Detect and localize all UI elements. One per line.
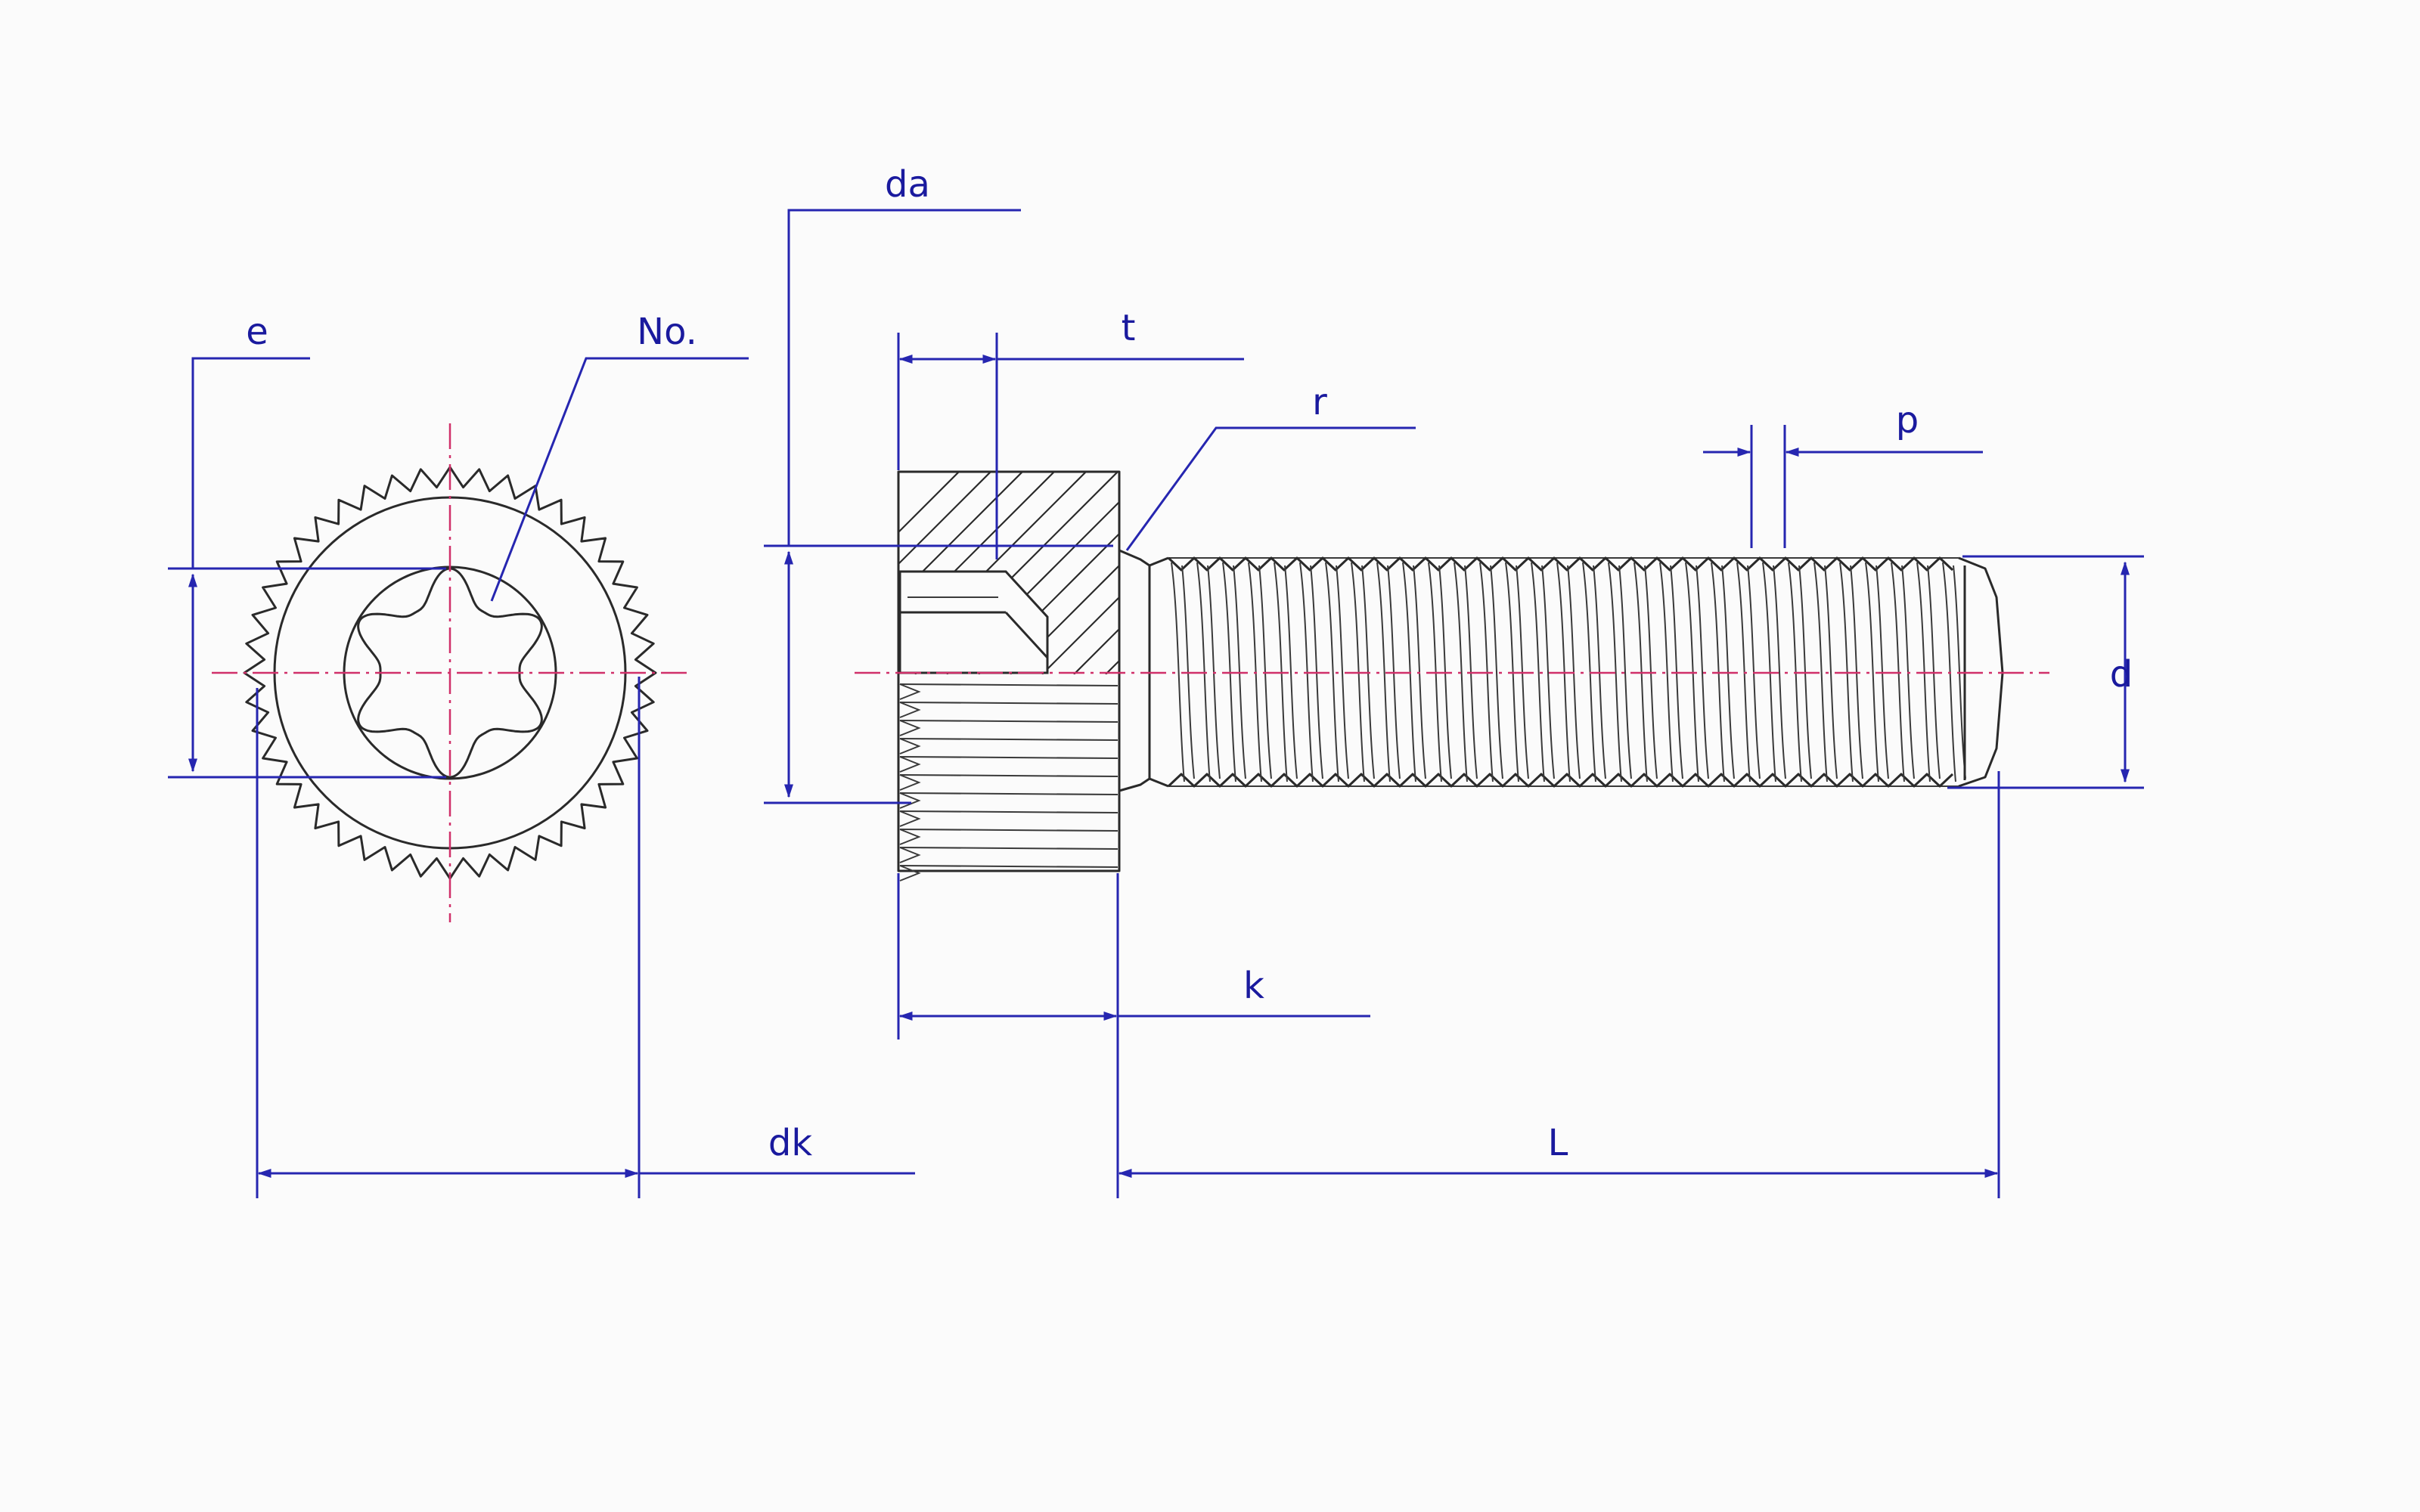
thread-flank [1376, 562, 1391, 782]
head-knurl-line [899, 738, 1118, 741]
label-L: L [1548, 1122, 1568, 1164]
head-knurl-lines [899, 683, 1118, 881]
label-r: r [1312, 381, 1327, 423]
thread-flank [1773, 565, 1786, 779]
head-knurl-line [899, 774, 1118, 777]
head-knurl-tooth [899, 756, 921, 773]
hatch-line [898, 472, 960, 534]
head-knurl-tooth [899, 810, 921, 827]
thread-flank [1284, 565, 1298, 779]
label-d: d [2110, 653, 2133, 696]
dimension-e: e [168, 311, 446, 779]
head-knurl-tooth [899, 683, 921, 700]
front-view [212, 423, 688, 922]
thread-flank [1608, 562, 1622, 782]
head-knurl-line [899, 829, 1118, 832]
label-no: No. [637, 311, 697, 353]
leader-no: No. [490, 311, 749, 602]
head-knurl-line [899, 720, 1118, 723]
label-t: t [1122, 307, 1136, 349]
thread-flank [1541, 565, 1555, 779]
head-knurl-line [899, 792, 1118, 795]
head-knurl-tooth [899, 847, 921, 863]
leader-r: r [1125, 381, 1416, 551]
dimension-k: k [897, 873, 1370, 1198]
fillet-neck [1118, 549, 1151, 792]
label-e: e [246, 311, 268, 353]
hatch-line [1201, 448, 1428, 674]
head-knurl-line [899, 847, 1118, 850]
head-knurl-tooth [899, 829, 921, 845]
dimension-t: t [897, 307, 1244, 559]
dimension-da: da [764, 163, 1113, 804]
thread-flank [1490, 565, 1503, 779]
dimension-p: p [1703, 399, 1983, 548]
hatch-line [898, 472, 992, 565]
thread-flank [1336, 565, 1349, 779]
thread-flank [1813, 562, 1828, 782]
screw-head [897, 470, 1121, 872]
thread-flank [1659, 562, 1674, 782]
thread-profile-bottom [1167, 773, 1954, 788]
hatch-line [898, 472, 1056, 629]
hatch-line [1105, 659, 1119, 674]
label-dk: dk [768, 1122, 812, 1164]
thread-flank [1325, 562, 1339, 782]
head-knurl-line [899, 810, 1118, 813]
recess-section [898, 570, 1049, 674]
dimension-d: d [1947, 555, 2144, 789]
hatch-line [898, 472, 1024, 597]
side-view [855, 448, 2049, 881]
hatch-line [1073, 627, 1119, 674]
head-knurl-tooth [899, 720, 921, 736]
head-knurl-tooth [899, 774, 921, 791]
thread-flank [1865, 562, 1879, 782]
thread-flank [1531, 562, 1545, 782]
head-knurl-tooth [899, 738, 921, 754]
head-knurl-tooth [899, 865, 921, 881]
head-knurl-tooth [899, 792, 921, 809]
head-knurl-tooth [899, 702, 921, 718]
label-p: p [1896, 399, 1919, 442]
thread-flank [1736, 562, 1751, 782]
thread-profile-top [1167, 556, 1954, 572]
label-k: k [1243, 965, 1264, 1007]
dimension-dk: dk [256, 677, 915, 1198]
thread-flank [1824, 565, 1838, 779]
thread-flank [1171, 562, 1185, 782]
label-da: da [885, 163, 930, 206]
dimension-L: L [1118, 771, 2000, 1198]
head-knurl-line [899, 756, 1118, 759]
thread-flank [1696, 565, 1709, 779]
head-knurl-line [899, 683, 1118, 686]
hatch-line [1041, 596, 1119, 674]
head-knurl-line [899, 702, 1118, 705]
thread-flank [1454, 562, 1468, 782]
thread-flank [1618, 565, 1632, 779]
head-knurl-line [899, 865, 1118, 868]
